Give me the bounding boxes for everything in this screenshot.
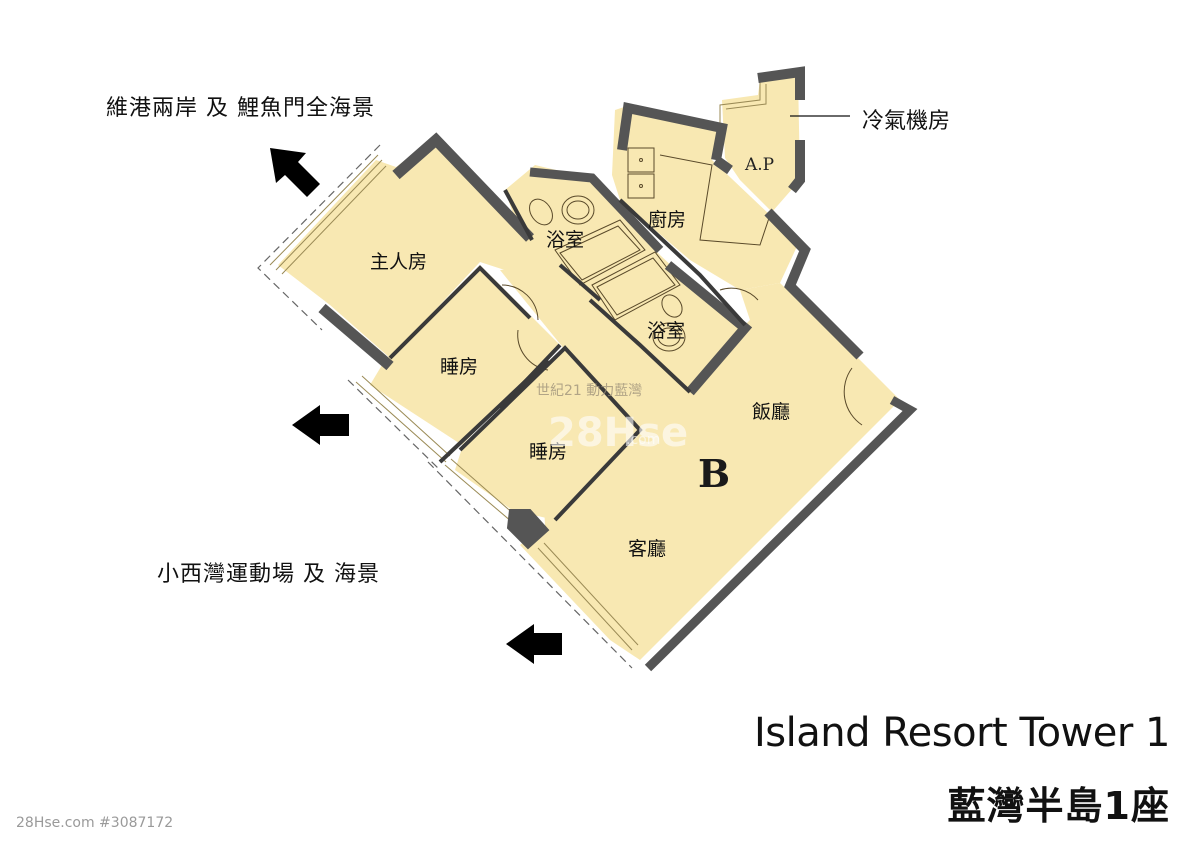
- site-watermark: 28Hse: [548, 410, 688, 456]
- room-bedroom-1: 睡房: [440, 356, 478, 378]
- view-label-sports-ground: 小西灣運動場 及 海景: [157, 562, 380, 587]
- room-labels: 主人房 浴室 廚房 A.P 浴室 睡房 睡房 飯廳 客廳 B: [370, 155, 790, 560]
- room-bathroom-2: 浴室: [647, 320, 685, 342]
- floor-area: [278, 75, 900, 660]
- walls: [318, 66, 918, 672]
- ac-plant-room-label: 冷氣機房: [862, 109, 951, 134]
- room-ac-platform: A.P: [744, 155, 774, 175]
- arrow-up-left-icon: [270, 148, 320, 197]
- watermarks: 世紀21 動力藍灣 28Hse .com: [536, 383, 688, 456]
- view-arrows: [270, 148, 562, 664]
- building-title-chinese: 藍灣半島1座: [947, 784, 1170, 828]
- unit-letter: B: [698, 451, 730, 496]
- room-master-bedroom: 主人房: [370, 251, 427, 273]
- arrow-left-icon: [292, 405, 349, 445]
- agency-watermark: 世紀21 動力藍灣: [536, 383, 642, 399]
- interior-walls: [388, 189, 747, 522]
- view-label-harbour: 維港兩岸 及 鯉魚門全海景: [106, 96, 375, 121]
- room-bedroom-2: 睡房: [529, 441, 567, 463]
- bay-window-outlines: [257, 144, 633, 669]
- arrow-left-icon: [506, 624, 562, 664]
- room-kitchen: 廚房: [648, 208, 686, 231]
- building-title-english: Island Resort Tower 1: [753, 710, 1171, 756]
- room-dining: 飯廳: [752, 401, 790, 423]
- fixtures: [269, 80, 863, 651]
- room-living: 客廳: [628, 538, 666, 560]
- site-watermark-suffix: .com: [626, 432, 660, 448]
- room-bathroom-1: 浴室: [546, 229, 584, 251]
- listing-id: 28Hse.com #3087172: [16, 815, 174, 831]
